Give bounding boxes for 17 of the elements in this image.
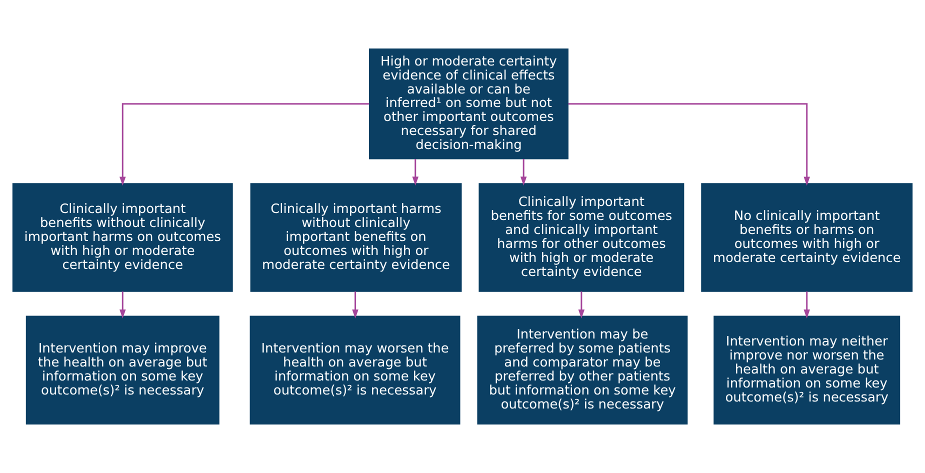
arrow — [120, 103, 370, 186]
node-box: High or moderate certainty evidence of clinical effects available or can be inferred¹ on some but not other important outcomes necessary for shared decision-making — [369, 48, 568, 160]
arrow — [520, 158, 527, 186]
node-box: Intervention may improve the health on average but information on some key outcome(s)² is necessary — [26, 316, 220, 424]
arrow — [578, 291, 585, 318]
arrow — [412, 158, 419, 186]
arrow — [568, 103, 810, 186]
node-box: Intervention may worsen the health on average but information on some key outcome(s)² is necessary — [250, 316, 460, 424]
arrow — [120, 291, 126, 318]
node-box: Clinically important benefits for some outcomes and clinically important harms for other outcomes with high or moderate certainty evidence — [478, 183, 684, 292]
node-box: No clinically important benefits or harms on outcomes with high or moderate certainty evidence — [701, 183, 913, 292]
node-box: Clinically important benefits without clinically important harms on outcomes with high or moderate certainty evidence — [12, 183, 233, 292]
arrow — [804, 291, 810, 318]
node-box: Intervention may neither improve nor worsen the health on average but information on some key outcome(s)² is necessary — [714, 316, 900, 424]
arrow — [352, 291, 358, 318]
node-box: Clinically important harms without clinically important benefits on outcomes with high or moderate certainty evidence — [250, 183, 462, 292]
node-box: Intervention may be preferred by some patients and comparator may be preferred by other patients but information on some key outcome(s)² is necessary — [477, 316, 688, 424]
